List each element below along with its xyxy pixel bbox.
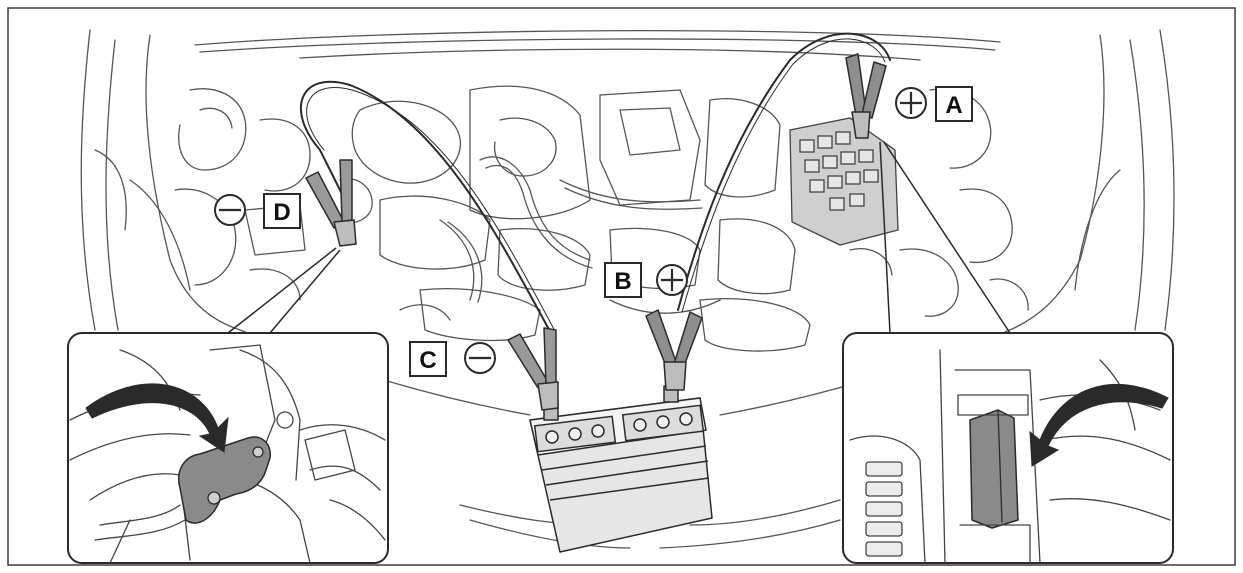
label-a-letter: A	[945, 92, 962, 119]
label-c-letter: C	[419, 347, 436, 374]
inset-negative-ground-point	[68, 333, 388, 563]
label-d-letter: D	[273, 199, 290, 226]
inset-positive-terminal	[843, 333, 1173, 563]
label-b-letter: B	[614, 268, 631, 295]
